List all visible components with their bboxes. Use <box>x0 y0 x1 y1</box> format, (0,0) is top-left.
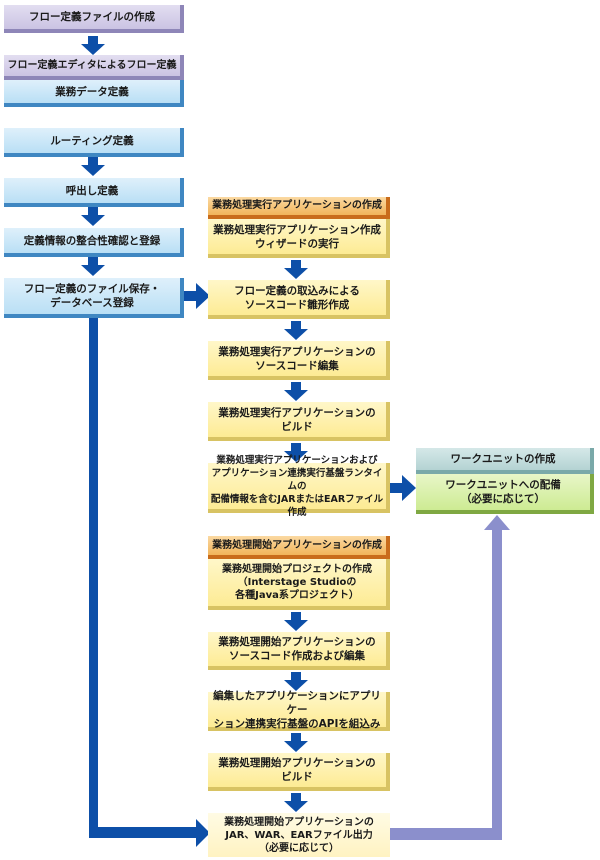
step-exec-wizard: 業務処理実行アプリケーション作成 ウィザードの実行 <box>208 219 390 258</box>
arrow-down-3 <box>81 207 105 226</box>
step-call-definition: 呼出し定義 <box>4 178 184 207</box>
arrow-down-start-3 <box>284 733 308 752</box>
arrow-down-2 <box>81 157 105 176</box>
step-start-build: 業務処理開始アプリケーションの ビルド <box>208 753 390 791</box>
step-deploy-work-unit: ワークユニットへの配備 （必要に応じて） <box>416 474 594 514</box>
arrow-long-to-output <box>89 318 210 847</box>
arrow-down-exec-2 <box>284 321 308 340</box>
deploy-arrow <box>388 515 510 840</box>
arrow-down-exec-1 <box>284 260 308 279</box>
arrow-down-start-2 <box>284 672 308 691</box>
step-consistency-check-register: 定義情報の整合性確認と登録 <box>4 228 184 257</box>
step-start-project: 業務処理開始プロジェクトの作成 （Interstage Studioの 各種Ja… <box>208 559 390 610</box>
step-save-register-flow: フロー定義のファイル保存・ データベース登録 <box>4 278 184 318</box>
arrow-down-4 <box>81 257 105 276</box>
step-source-template: フロー定義の取込みによる ソースコード雛形作成 <box>208 280 390 319</box>
step-exec-source-edit: 業務処理実行アプリケーションの ソースコード編集 <box>208 341 390 380</box>
flow-editor-header: フロー定義エディタによるフロー定義 <box>4 55 184 80</box>
step-embed-api: 編集したアプリケーションにアプリケー ション連携実行基盤のAPIを組込み <box>208 690 390 731</box>
work-unit-header: ワークユニットの作成 <box>416 448 594 474</box>
step-exec-jar-ear: 業務処理実行アプリケーションおよび アプリケーション連携実行基盤ランタイムの 配… <box>208 455 390 518</box>
arrow-down-start-4 <box>284 793 308 812</box>
step-business-data-definition: 業務データ定義 <box>4 80 184 107</box>
arrow-down-start-1 <box>284 612 308 631</box>
start-app-header: 業務処理開始アプリケーションの作成 <box>208 536 390 559</box>
arrow-right-to-exec <box>184 283 210 309</box>
step-start-output: 業務処理開始アプリケーションの JAR、WAR、EARファイル出力 （必要に応じ… <box>208 813 390 857</box>
step-routing-definition: ルーティング定義 <box>4 128 184 157</box>
arrow-right-to-workunit <box>390 475 416 501</box>
arrow-down-exec-4 <box>284 443 308 462</box>
arrow-down-exec-3 <box>284 382 308 401</box>
step-exec-build: 業務処理実行アプリケーションの ビルド <box>208 402 390 441</box>
flow-definition-header: フロー定義ファイルの作成 <box>4 5 184 33</box>
arrow-down-1 <box>81 36 105 55</box>
step-start-source-edit: 業務処理開始アプリケーションの ソースコード作成および編集 <box>208 632 390 670</box>
exec-app-header: 業務処理実行アプリケーションの作成 <box>208 197 390 219</box>
